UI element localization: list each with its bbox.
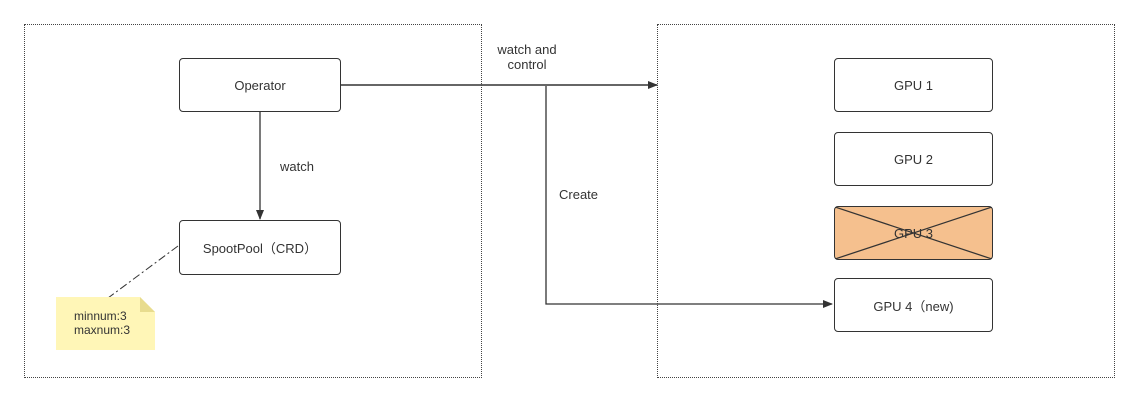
gpu2-label: GPU 2 (893, 151, 933, 167)
spootpool-crd-node[interactable]: SpootPool（CRD） (179, 220, 341, 275)
operator-node[interactable]: Operator (179, 58, 341, 112)
create-edge (545, 86, 833, 308)
gpu4-label: GPU 4（new) (873, 298, 954, 314)
operator-label: Operator (234, 77, 286, 93)
gpu-pool-group (657, 24, 1115, 378)
note-minnum: minnum:3 (74, 309, 127, 323)
watch-control-line1: watch and (497, 42, 557, 57)
watch-control-line2: control (507, 57, 547, 72)
gpu3-removed-node[interactable]: GPU 3 (834, 206, 993, 260)
control-plane-group (24, 24, 482, 378)
gpu3-label: GPU 3 (893, 225, 933, 241)
gpu4-new-node[interactable]: GPU 4（new) (834, 278, 993, 332)
gpu1-node[interactable]: GPU 1 (834, 58, 993, 112)
watch-control-edge-label: watch and control (488, 42, 566, 72)
cross-out-icon (835, 207, 992, 259)
note-maxnum: maxnum:3 (74, 323, 131, 337)
spootpool-label: SpootPool（CRD） (202, 241, 318, 256)
spootpool-annotation-note: minnum:3 maxnum:3 (56, 297, 155, 350)
create-edge-label: Create (559, 187, 599, 202)
gpu2-node[interactable]: GPU 2 (834, 132, 993, 186)
note-link (107, 245, 179, 299)
gpu1-label: GPU 1 (893, 77, 933, 93)
watch-edge-label: watch (280, 159, 314, 174)
